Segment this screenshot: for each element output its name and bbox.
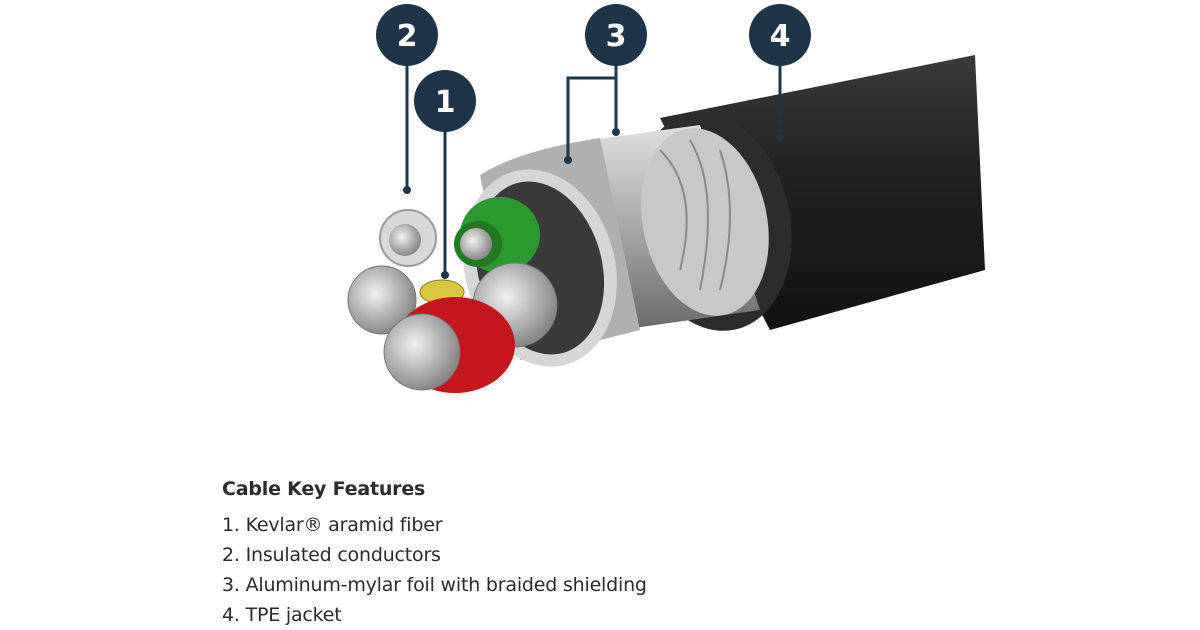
feature-legend: Cable Key Features 1. Kevlar® aramid fib… xyxy=(222,478,647,630)
white-conductor xyxy=(379,209,437,267)
wire-bundles xyxy=(347,262,558,393)
callout-leaders xyxy=(405,62,782,275)
legend-item: 2. Insulated conductors xyxy=(222,544,441,566)
legend-item: 1. Kevlar® aramid fiber xyxy=(222,514,443,536)
svg-text:2: 2 xyxy=(397,19,418,54)
svg-text:1: 1 xyxy=(435,85,456,120)
legend-item: 4. TPE jacket xyxy=(222,604,342,626)
svg-text:3: 3 xyxy=(606,19,627,54)
callout-1: 1 xyxy=(414,70,476,132)
callout-2: 2 xyxy=(376,4,438,66)
svg-text:4: 4 xyxy=(770,19,791,54)
legend-item: 3. Aluminum-mylar foil with braided shie… xyxy=(222,574,647,596)
green-conductor xyxy=(454,197,540,273)
braided-shield xyxy=(590,125,769,330)
legend-title: Cable Key Features xyxy=(222,478,426,500)
callout-3: 3 xyxy=(585,4,647,66)
callout-4: 4 xyxy=(749,4,811,66)
